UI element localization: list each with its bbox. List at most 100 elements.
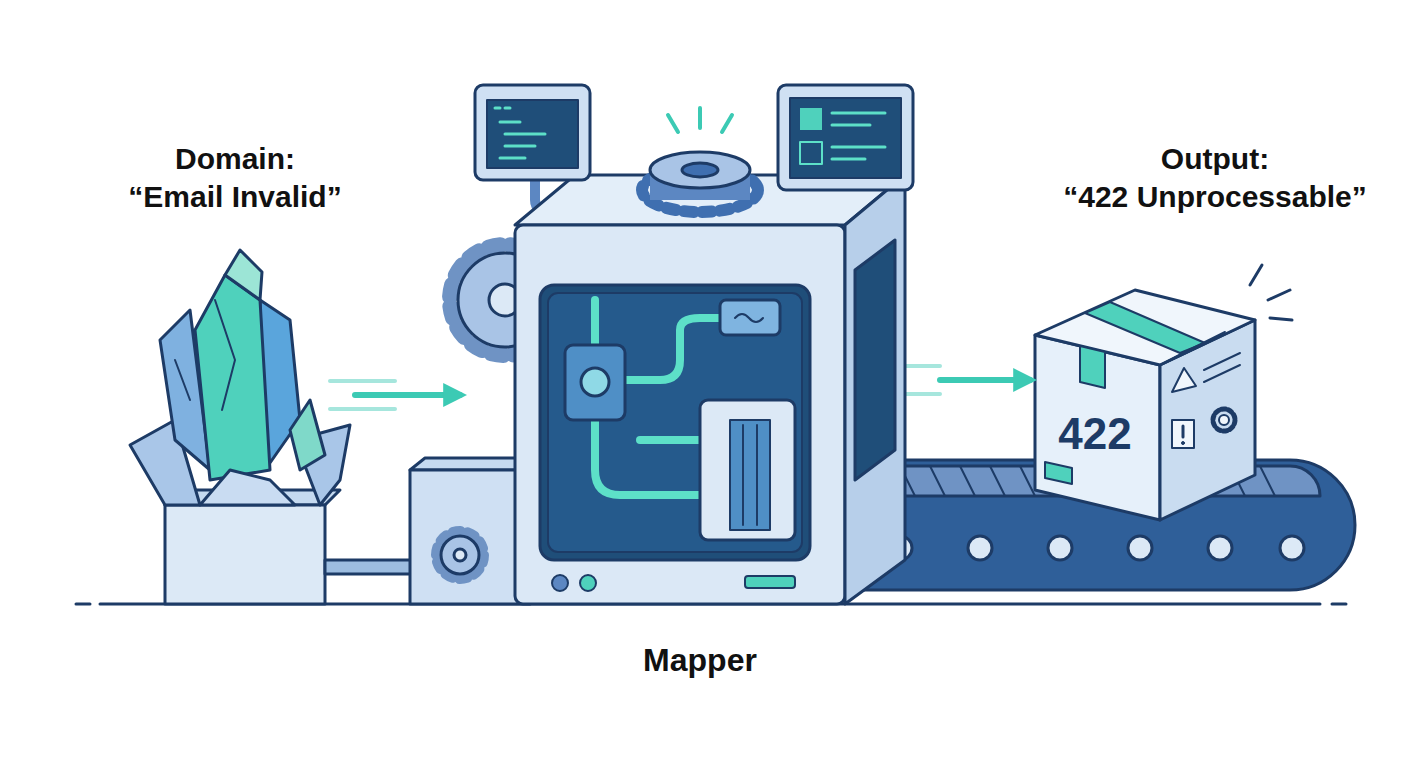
mapper-machine-part-part [505,107,510,110]
mapper-machine-part [436,531,484,579]
mapper-machine-part [580,575,596,591]
mapper-machine-part-part [505,133,545,136]
mapper-machine-part [650,152,750,188]
crystal-node: Domain: “Email Invalid” [115,140,355,605]
mapper-machine-part-part [591,300,599,345]
crystal-illustration-part [215,300,235,410]
mapper-machine-part [700,400,795,540]
mapper-machine-part-part [832,112,885,115]
crystal-illustration-part [175,360,190,400]
output-package-part [1182,442,1185,445]
conveyor-belt-part-part [1208,536,1232,560]
mapper-machine-part-part [500,121,520,124]
output-package-part [1085,302,1205,353]
conveyor-belt-part-part [1280,536,1304,560]
mapper-machine-part [742,425,744,525]
crystal-illustration-part [290,400,325,470]
ground-line-part [1332,603,1346,606]
output-package-part [1172,420,1194,448]
output-package-part [1035,335,1160,520]
crystal-illustration-part [165,505,325,604]
conveyor-belt-part-part [1048,536,1072,560]
mapper-machine-part-part [505,145,535,148]
mapper-machine-part [565,345,625,420]
output-package-part [1213,409,1235,431]
speed-lines-part [330,379,395,383]
mapper-machine-part [845,175,905,604]
output-package [1035,265,1292,520]
mapper-machine-part [778,85,913,190]
conveyor-belt-part-part [1128,536,1152,560]
conveyor-belt-part-part [1260,466,1275,496]
speed-lines-part [330,407,395,411]
mapper-machine-part [454,549,466,561]
mapper-machine-part [487,100,578,168]
output-package-part [1160,332,1225,365]
mapper-machine-part-part [722,115,732,132]
mapper-machine-part [410,470,530,604]
mapper-machine-part [735,314,763,322]
mapper-machine-part [790,98,901,178]
crystal-illustration-part [225,250,262,300]
mapper-machine-part [745,576,795,588]
output-package-part [1182,426,1185,437]
output-package-part [1204,365,1240,382]
mapper-machine-part-part [832,124,870,127]
mapper-machine-part-part [500,157,525,160]
mapper-machine-part [855,240,895,480]
node-label: 422 [1035,406,1155,461]
mapper-machine-part [832,113,885,159]
mapper-machine-part [540,285,810,560]
crystal-illustration-part [200,470,295,505]
mapper-machine-part [475,85,590,180]
mapper-machine-part-part [640,436,700,444]
mapper-machine-part [515,225,845,604]
flow-arrow [940,377,1030,383]
mapper-machine-part [548,293,802,552]
ground-line-part [76,603,90,606]
node-heading: Mapper [460,640,940,680]
mapper-machine-part [668,108,732,132]
mapper-machine-part [581,368,609,396]
mapper-machine-part-part [625,318,720,380]
mapper-machine-part [756,425,758,525]
node-heading: Output: “422 Unprocessable” [1025,140,1405,215]
output-package-part [1219,415,1229,425]
mapper-machine-part [682,163,718,177]
mapper-machine-part [441,536,479,574]
mapper-machine-part-part [668,115,678,132]
output-package-part [1080,346,1105,388]
mapper-node: Mapper [460,75,940,695]
output-package-part [1045,462,1072,484]
mapper-machine-part-part [832,146,885,149]
conveyor-belt-part [888,536,1304,560]
output-package-part [1035,290,1255,365]
mapper-machine-part [720,300,780,335]
conveyor-belt-part-part [990,466,1005,496]
output-package-part [1172,368,1196,392]
package-node: Output: “422 Unprocessable”422 [1030,140,1330,525]
mapper-machine-part-part [832,158,865,161]
mapper-machine-part [495,108,545,158]
output-package-part [1250,265,1292,320]
output-package-part-part [1250,265,1262,285]
crystal-illustration [130,250,425,604]
output-package-part-part [1268,290,1290,300]
flow-arrow [355,392,460,398]
conveyor-belt-part-part [968,536,992,560]
mapper-machine-part-part [495,107,500,110]
mapper-machine-part [730,420,770,530]
node-heading: Domain: “Email Invalid” [75,140,395,215]
mapper-machine-part [800,142,822,164]
mapper-machine-part [800,108,822,130]
mapper-machine-part [552,575,568,591]
conveyor-belt-part-part [930,466,945,496]
conveyor-belt-part-part [960,466,975,496]
conveyor-belt-part-part [1020,466,1035,496]
mapper-machine-part-part [595,420,700,495]
output-package-part-part [1270,318,1292,320]
mapper-machine-part-part [698,108,702,128]
mapper-machine [410,85,913,604]
crystal-illustration-part [195,275,270,480]
